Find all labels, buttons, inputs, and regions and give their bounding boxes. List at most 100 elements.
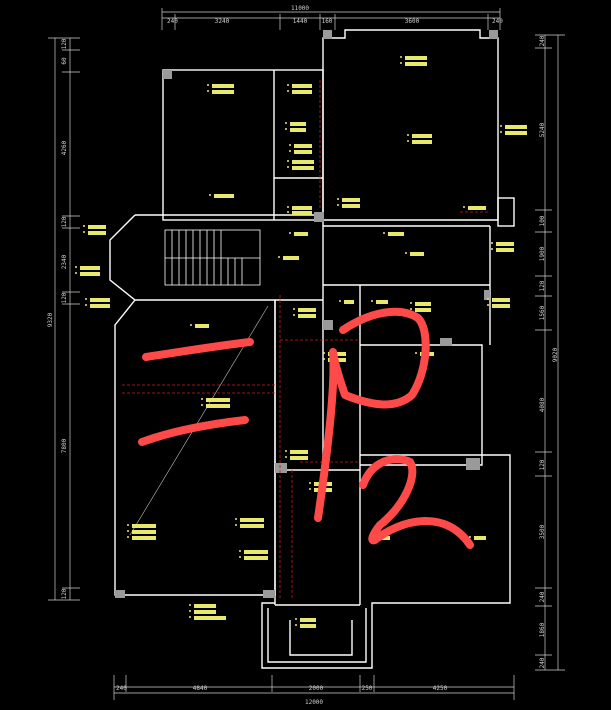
- annotation-leader-dot: [405, 252, 407, 254]
- annotation-leader-dot: [189, 610, 191, 612]
- annotation-tag: [468, 206, 486, 210]
- auxiliary-lines: [122, 80, 490, 600]
- annotation-tag: [294, 232, 308, 236]
- annotation-tag: [492, 298, 510, 302]
- annotation-leader-dot: [295, 624, 297, 626]
- annotation-leader-dot: [469, 536, 471, 538]
- annotation-tag: [212, 84, 234, 88]
- right-dimension-9: 3500: [539, 524, 546, 539]
- annotation-tag: [290, 122, 306, 126]
- annotation-leader-dot: [491, 242, 493, 244]
- annotation-leader-dot: [285, 450, 287, 452]
- left-overall-dimension: 9320: [47, 312, 54, 327]
- annotation-leader-dot: [323, 358, 325, 360]
- annotation-tag: [132, 536, 156, 540]
- annotation-tag: [90, 298, 110, 302]
- annotation-tag: [194, 616, 226, 620]
- annotation-tag: [292, 84, 312, 88]
- annotation-leader-dot: [127, 530, 129, 532]
- annotation-tag: [290, 450, 308, 454]
- annotation-tag: [292, 206, 312, 210]
- annotation-leader-dot: [383, 232, 385, 234]
- sketch-stroke-lower-line: [138, 416, 249, 446]
- annotation-tag: [206, 398, 230, 402]
- left-dimension-2: 60: [61, 57, 68, 65]
- annotation-leader-dot: [289, 232, 291, 234]
- annotation-tag: [298, 314, 316, 318]
- wall-columns: [115, 30, 498, 598]
- annotation-leader-dot: [75, 266, 77, 268]
- annotation-leader-dot: [407, 134, 409, 136]
- bottom-dimension-3: 2000: [309, 685, 324, 692]
- annotation-leader-dot: [127, 524, 129, 526]
- annotation-leader-dot: [235, 524, 237, 526]
- annotation-tag: [342, 198, 360, 202]
- annotation-tag: [505, 125, 527, 129]
- right-dimension-1: 240: [539, 35, 546, 46]
- annotation-tag: [283, 256, 299, 260]
- annotation-tag: [344, 300, 354, 304]
- left-dimension-5: 2340: [61, 254, 68, 269]
- bottom-dimension-5: 4250: [433, 685, 448, 692]
- annotation-leader-dot: [339, 300, 341, 302]
- annotation-tag: [244, 556, 268, 560]
- annotation-leader-dot: [371, 300, 373, 302]
- annotation-leader-dot: [337, 204, 339, 206]
- annotation-tag: [88, 231, 106, 235]
- annotation-tag: [194, 604, 216, 608]
- annotation-leader-dot: [285, 122, 287, 124]
- annotation-leader-dot: [309, 482, 311, 484]
- annotation-leader-dot: [295, 618, 297, 620]
- annotation-leader-dot: [410, 308, 412, 310]
- annotation-tag: [294, 150, 312, 154]
- right-dimension-7: 4080: [539, 397, 546, 412]
- annotation-tag: [298, 308, 316, 312]
- annotation-leader-dot: [207, 90, 209, 92]
- annotation-leader-dot: [289, 150, 291, 152]
- annotation-leader-dot: [239, 556, 241, 558]
- dimension-lines: [48, 8, 565, 700]
- annotation-tag: [505, 131, 527, 135]
- annotation-leader-dot: [278, 256, 280, 258]
- annotation-tag: [292, 160, 314, 164]
- annotation-leader-dot: [207, 84, 209, 86]
- right-dimension-10: 240: [539, 591, 546, 602]
- right-overall-dimension: 9020: [552, 347, 559, 362]
- annotation-leader-dot: [407, 140, 409, 142]
- annotation-tag: [240, 524, 264, 528]
- annotation-leader-dot: [201, 404, 203, 406]
- annotation-tag: [292, 211, 312, 215]
- annotation-tag: [300, 624, 316, 628]
- annotation-leader-dot: [487, 298, 489, 300]
- annotation-leader-dot: [337, 198, 339, 200]
- annotation-tag: [132, 524, 156, 528]
- right-dimension-2: 5240: [539, 122, 546, 137]
- annotation-tag: [290, 128, 306, 132]
- right-dimension-6: 1560: [539, 305, 546, 320]
- sketch-stroke-upper-line: [142, 338, 254, 361]
- sketch-stroke-numeral-2: [359, 455, 474, 549]
- left-dimension-7: 7800: [61, 438, 68, 453]
- annotation-leader-dot: [289, 144, 291, 146]
- annotation-labels: [75, 56, 527, 628]
- annotation-tag: [496, 248, 514, 252]
- left-dimension-6: 120: [61, 292, 68, 303]
- annotation-tag: [132, 530, 156, 534]
- bottom-dimension-1: 240: [116, 685, 127, 692]
- annotation-leader-dot: [491, 248, 493, 250]
- annotation-tag: [90, 304, 110, 308]
- top-dimension-3: 1440: [293, 18, 308, 25]
- right-dimension-5: 120: [539, 280, 546, 291]
- annotation-leader-dot: [287, 211, 289, 213]
- annotation-tag: [292, 166, 314, 170]
- annotation-leader-dot: [83, 231, 85, 233]
- annotation-leader-dot: [127, 536, 129, 538]
- left-dimension-3: 4260: [61, 140, 68, 155]
- annotation-tag: [292, 90, 312, 94]
- annotation-tag: [244, 550, 268, 554]
- annotation-leader-dot: [500, 131, 502, 133]
- top-dimension-6: 240: [492, 18, 503, 25]
- annotation-tag: [410, 252, 424, 256]
- top-overall-dimension: 11000: [291, 5, 309, 12]
